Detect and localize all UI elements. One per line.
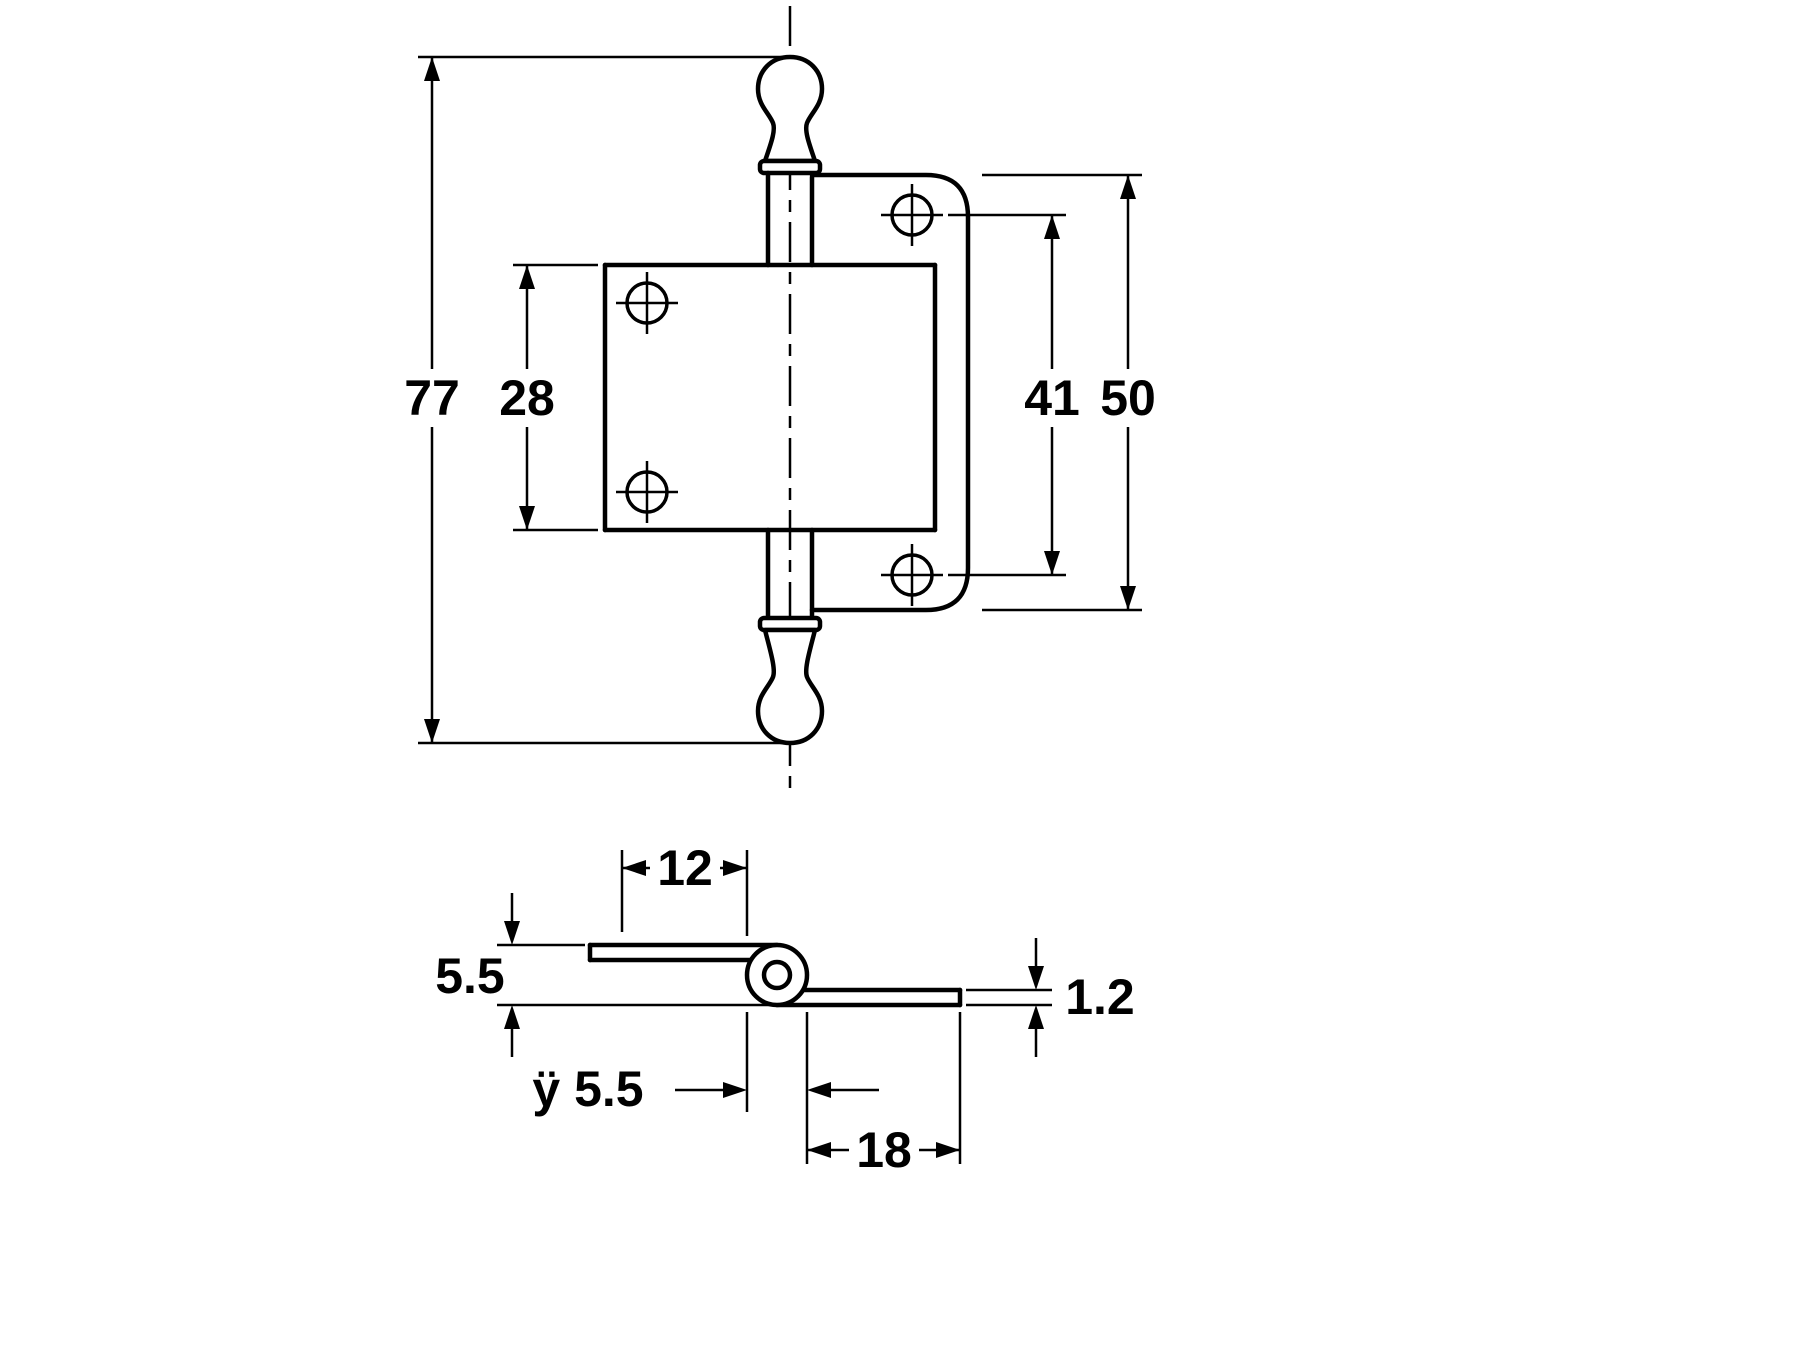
screw-holes bbox=[616, 184, 943, 606]
dimension-50 bbox=[982, 173, 1163, 612]
dim-77-label: 77 bbox=[404, 370, 460, 426]
right-flap-plate bbox=[809, 172, 971, 613]
dimension-28 bbox=[492, 263, 598, 532]
dimension-5-5 bbox=[497, 893, 772, 1057]
dim-12-label: 12 bbox=[657, 840, 713, 896]
bottom-finial bbox=[755, 627, 825, 746]
top-collar bbox=[757, 158, 823, 176]
section-left-leaf bbox=[587, 942, 780, 963]
section-view: 12 5.5 1.2 ÿ 5.5 18 bbox=[435, 839, 1135, 1179]
dim-18-label: 18 bbox=[856, 1122, 912, 1178]
dim-5-5-label: 5.5 bbox=[435, 948, 505, 1004]
dimension-12 bbox=[620, 839, 749, 936]
dimension-18 bbox=[807, 1012, 962, 1179]
left-leaf-plate bbox=[602, 262, 938, 533]
dim-41-label: 41 bbox=[1024, 370, 1080, 426]
dimension-41 bbox=[948, 213, 1087, 577]
dim-50-label: 50 bbox=[1100, 370, 1156, 426]
dimension-dia-5-5 bbox=[675, 1012, 879, 1164]
dim-1-2-label: 1.2 bbox=[1065, 969, 1135, 1025]
front-view: 77 28 41 50 bbox=[397, 6, 1163, 798]
hinge-barrel bbox=[765, 170, 815, 621]
dimension-77 bbox=[397, 55, 786, 745]
dim-dia-label: ÿ 5.5 bbox=[532, 1061, 643, 1117]
section-right-leaf bbox=[774, 987, 963, 1008]
dim-28-label: 28 bbox=[499, 370, 555, 426]
top-finial bbox=[755, 54, 825, 164]
section-knuckle bbox=[744, 942, 810, 1008]
dimension-1-2 bbox=[966, 938, 1052, 1057]
